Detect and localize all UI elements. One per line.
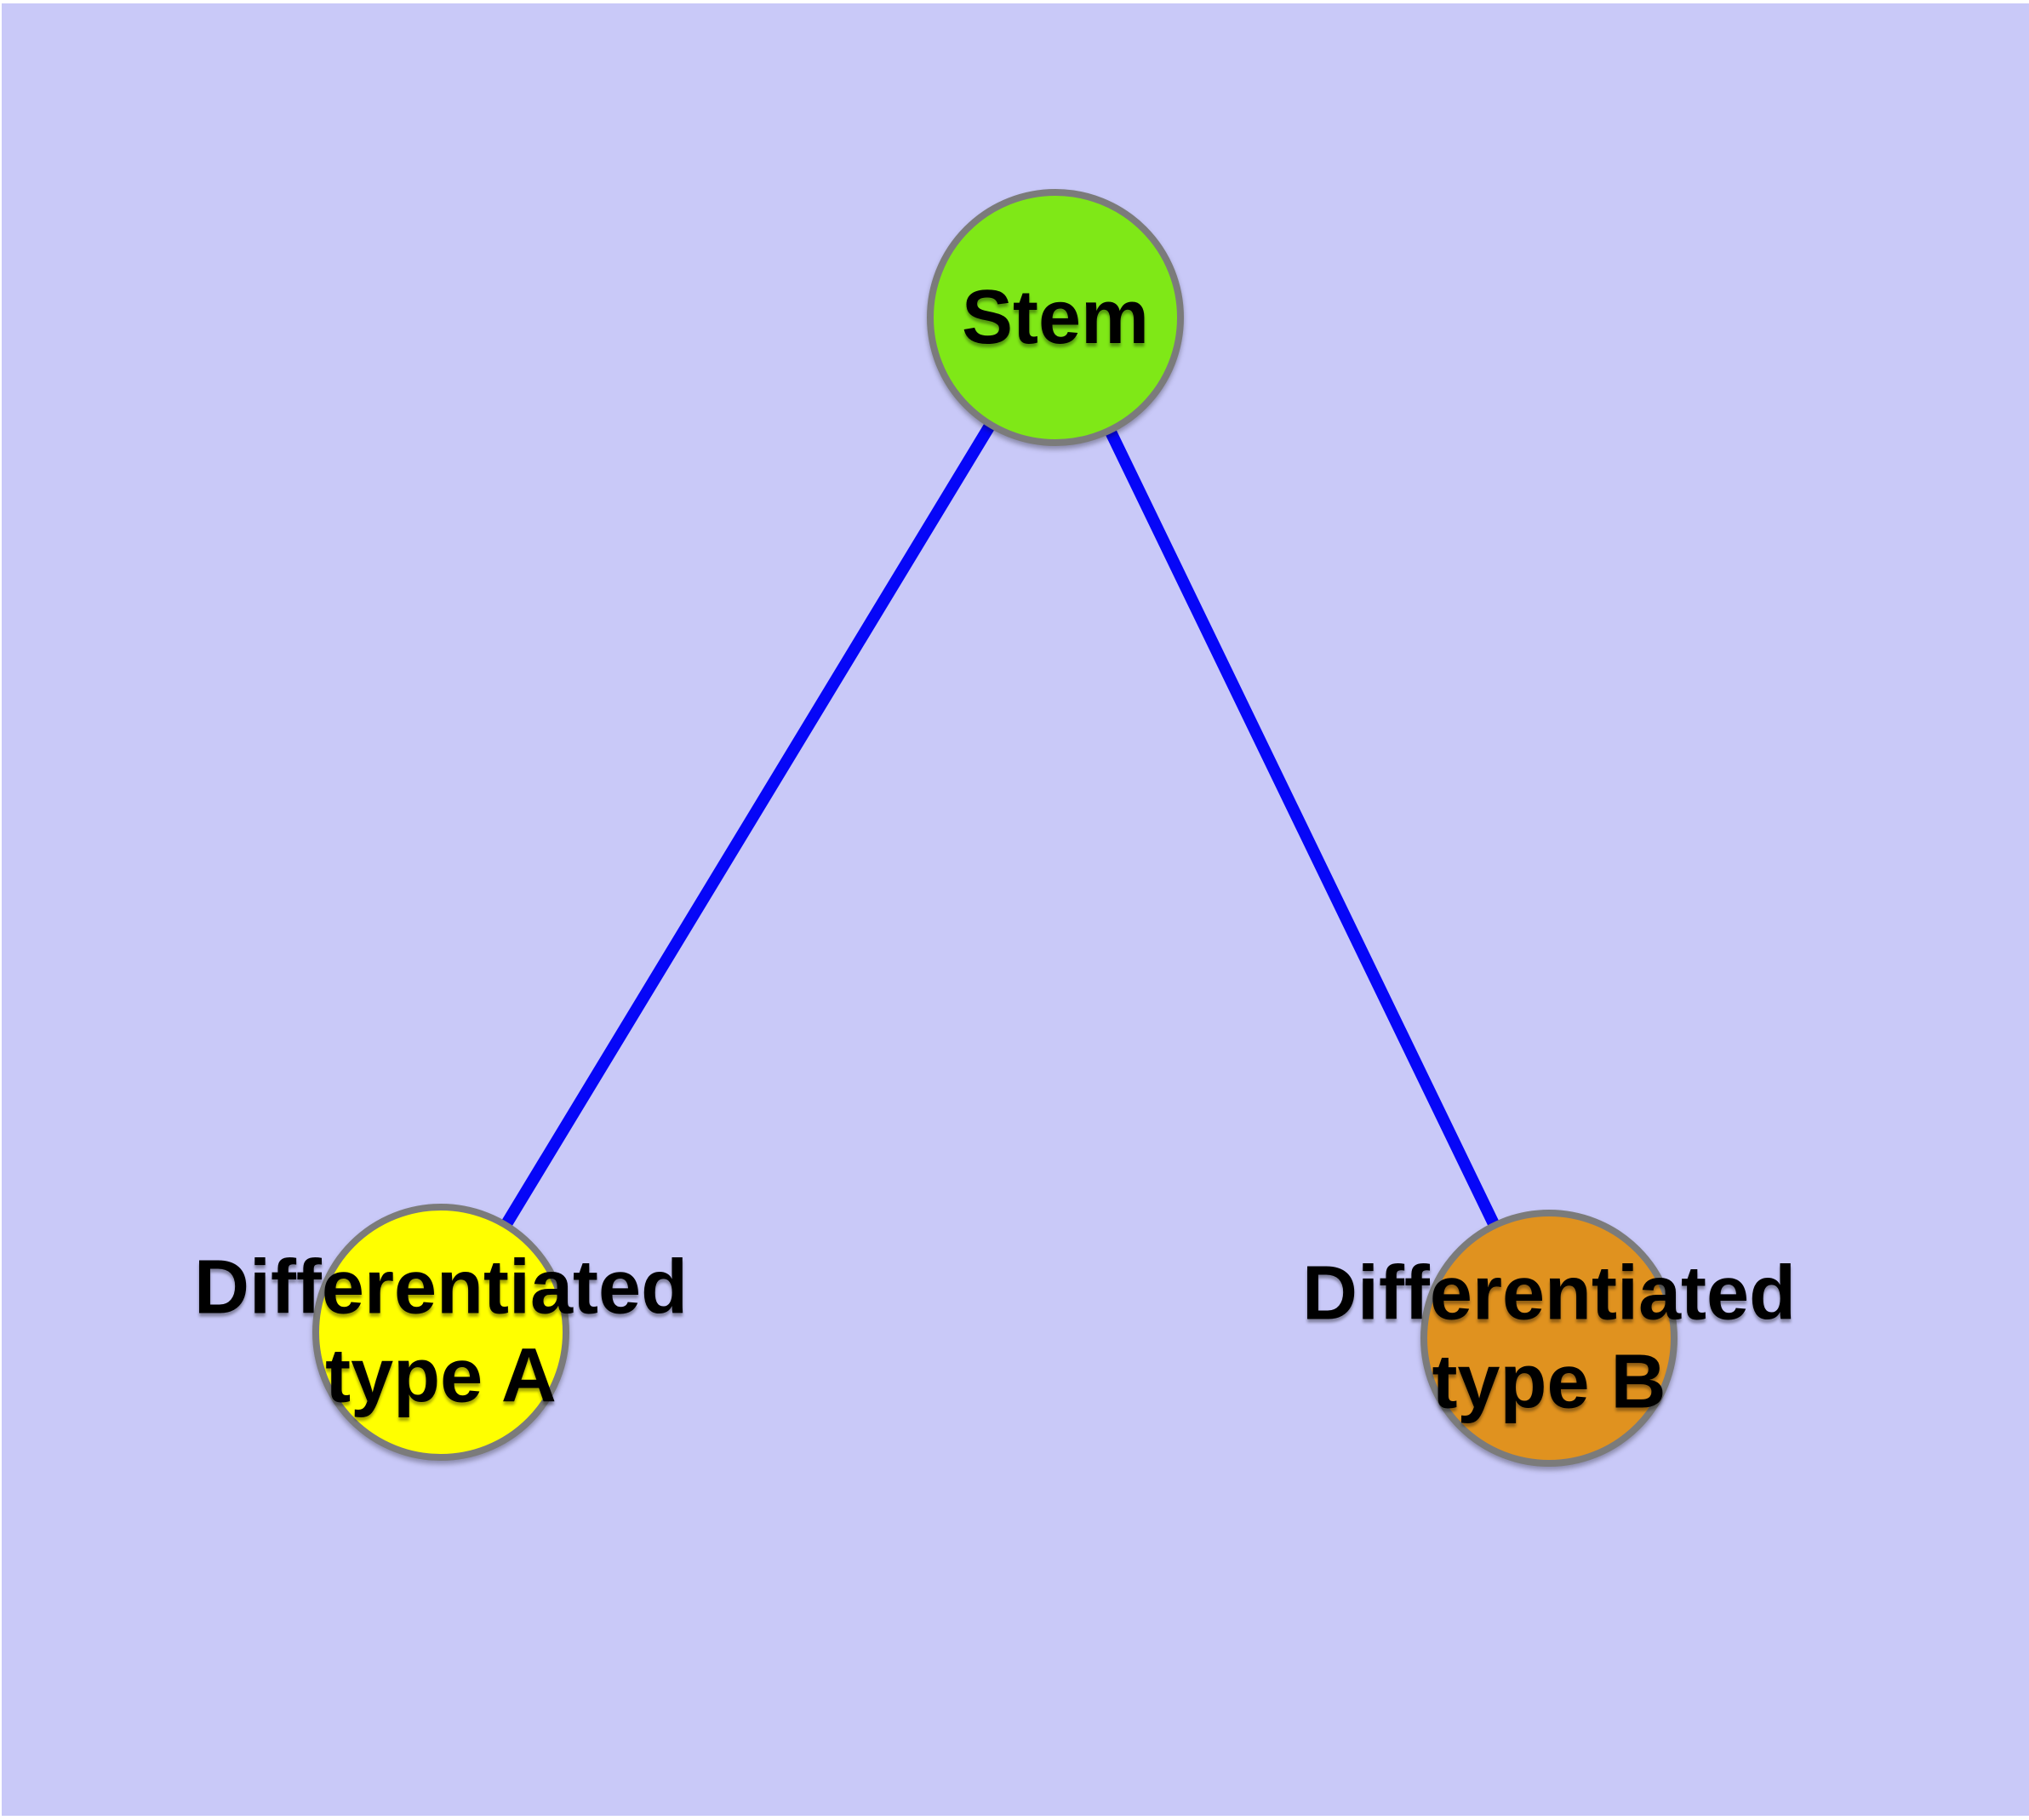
edge-stem-to-type-b[interactable] bbox=[1049, 312, 1555, 1344]
edge-stem-to-type-a[interactable] bbox=[435, 312, 1061, 1338]
node-stem[interactable] bbox=[927, 189, 1184, 446]
node-differentiated-type-b[interactable] bbox=[1420, 1210, 1677, 1467]
node-differentiated-type-a[interactable] bbox=[312, 1204, 569, 1461]
